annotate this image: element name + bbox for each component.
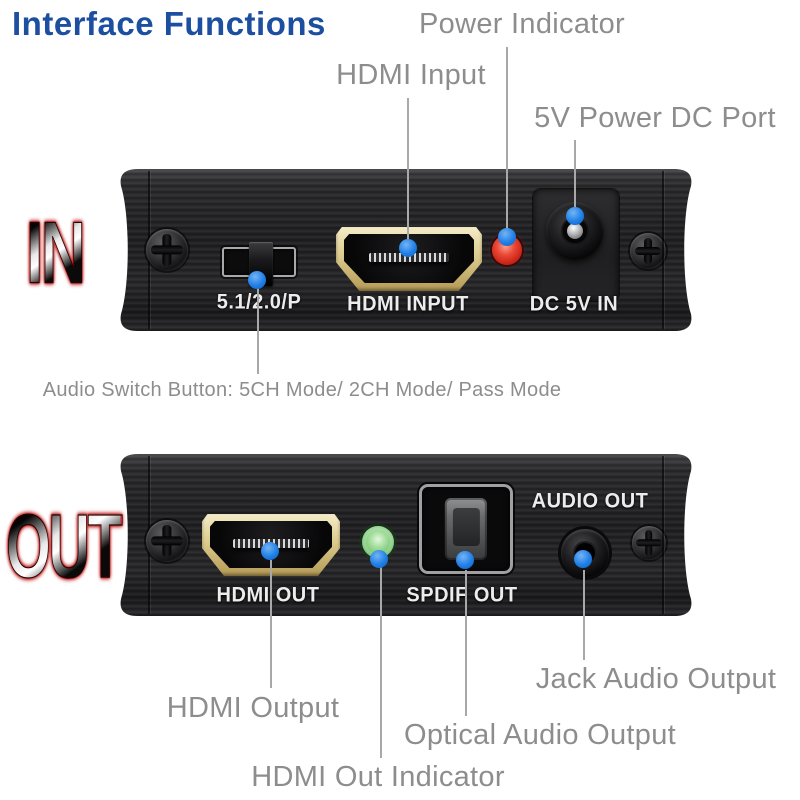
hdmi-input-dot [399, 239, 417, 257]
screw-slot [151, 536, 182, 545]
dc-print-label: DC 5V IN [529, 292, 619, 316]
power-indicator-label: Power Indicator [419, 8, 625, 40]
hdmi-pins [369, 253, 450, 262]
switch-print-label: 5.1/2.0/P [216, 290, 302, 314]
spdif-plug [445, 498, 487, 560]
hdmi-output-label: HDMI Output [166, 692, 340, 724]
audio-switch-note-label: Audio Switch Button: 5CH Mode/ 2CH Mode/… [42, 379, 562, 401]
screw-slot [636, 539, 661, 546]
screw-icon [146, 229, 188, 271]
jack-audio-output-label: Jack Audio Output [535, 663, 777, 695]
dc-port-leader-line [574, 140, 576, 212]
page-title: Interface Functions [12, 5, 326, 42]
hdmi-out-indicator-label: HDMI Out Indicator [251, 761, 505, 793]
spdif-dot [456, 551, 474, 569]
out-side-label: OUT [6, 497, 124, 597]
screw-icon [632, 526, 666, 560]
spdif-print-label: SPDIF OUT [406, 583, 518, 607]
out-device-panel: HDMI OUT SPDIF OUT AUDIO OUT [112, 450, 700, 620]
screw-slot [151, 245, 182, 254]
optical-audio-output-label: Optical Audio Output [404, 719, 676, 751]
jack-dot [574, 550, 592, 568]
dc-jack-pin [567, 223, 583, 239]
hdmi-input-label: HDMI Input [336, 59, 486, 91]
hdmi-input-port [336, 227, 482, 291]
screw-slot [635, 247, 662, 255]
in-side-label: IN [26, 204, 87, 302]
hdmi-out-indicator-leader-line [380, 566, 382, 758]
hdmi-out-indicator-dot [370, 550, 388, 568]
dc-port-label: 5V Power DC Port [534, 102, 776, 134]
audio-switch-dot [248, 271, 266, 289]
screw-icon [630, 233, 666, 269]
jack-leader-line [583, 570, 585, 660]
optical-leader-line [465, 570, 467, 716]
hdmi-output-leader-line [270, 560, 272, 688]
spdif-plug-inner [452, 508, 479, 547]
hdmi-input-leader-line [407, 98, 409, 242]
hdmi-out-print-label: HDMI OUT [216, 583, 320, 607]
audio-switch-leader-line [257, 288, 259, 374]
hdmi-output-dot [261, 542, 279, 560]
screw-icon [146, 520, 188, 562]
hdmi-input-print-label: HDMI INPUT [347, 292, 469, 316]
dc-jack-port [546, 202, 604, 260]
audio-out-print-label: AUDIO OUT [531, 489, 649, 513]
power-indicator-dot [498, 228, 516, 246]
in-device-panel: 5.1/2.0/P HDMI INPUT DC 5V IN [112, 165, 700, 335]
dc-jack-recess [533, 189, 619, 301]
dc-port-dot [566, 207, 584, 225]
power-indicator-leader-line [506, 47, 508, 230]
